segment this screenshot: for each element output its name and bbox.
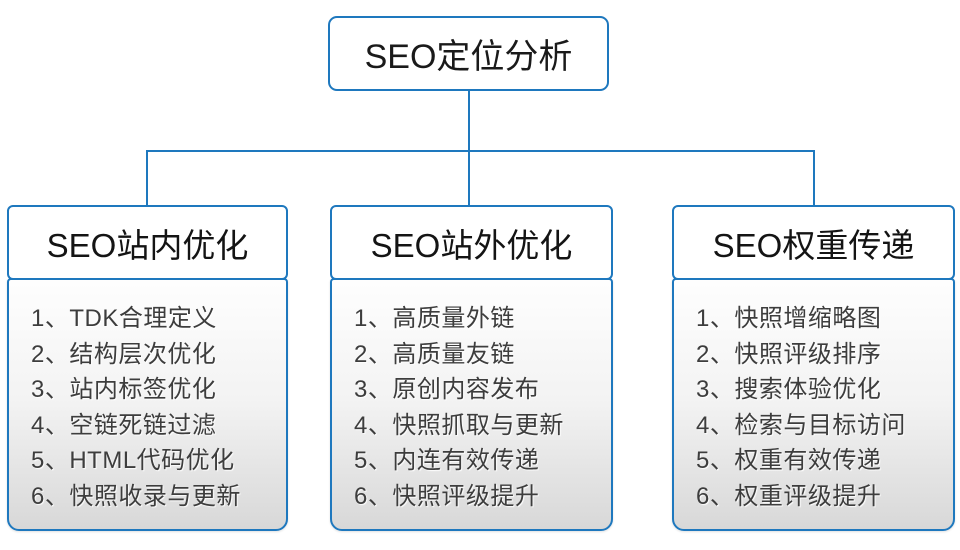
list-item: 2、结构层次优化 (31, 340, 217, 368)
column-header-label: SEO站内优化 (46, 226, 249, 264)
column-offsite-optimization: SEO站外优化 1、高质量外链 2、高质量友链 3、原创内容发布 4、快照抓取与更新 5… (330, 205, 613, 531)
column-header: SEO站内优化 (7, 205, 288, 280)
list-item: 3、搜索体验优化 (696, 376, 882, 403)
column-item-list: 1、TDK合理定义 2、结构层次优化 3、站内标签优化 4、空链死链过滤 5、HTML代… (7, 278, 288, 531)
list-item: 6、快照收录与更新 (31, 482, 241, 510)
list-item: 5、HTML代码优化 (31, 447, 235, 474)
list-item: 5、内连有效传递 (354, 447, 540, 474)
list-item: 4、检索与目标访问 (696, 411, 906, 439)
column-onsite-optimization: SEO站内优化 1、TDK合理定义 2、结构层次优化 3、站内标签优化 4、空链死链过… (7, 205, 288, 531)
column-header: SEO权重传递 (672, 205, 955, 280)
root-node: SEO定位分析 (328, 16, 609, 91)
column-weight-transfer: SEO权重传递 1、快照增缩略图 2、快照评级排序 3、搜索体验优化 4、检索与目标访… (672, 205, 955, 531)
list-item: 3、站内标签优化 (31, 376, 217, 403)
root-node-label: SEO定位分析 (364, 38, 573, 76)
column-item-list: 1、快照增缩略图 2、快照评级排序 3、搜索体验优化 4、检索与目标访问 5、权重有效传… (672, 278, 955, 531)
list-item: 1、高质量外链 (354, 305, 515, 332)
column-header: SEO站外优化 (330, 205, 613, 280)
column-header-label: SEO站外优化 (370, 226, 573, 264)
list-item: 6、快照评级提升 (354, 482, 540, 510)
list-item: 2、高质量友链 (354, 340, 515, 368)
list-item: 4、空链死链过滤 (31, 411, 217, 439)
list-item: 1、快照增缩略图 (696, 305, 882, 332)
list-item: 1、TDK合理定义 (31, 305, 217, 332)
list-item: 6、权重评级提升 (696, 482, 882, 510)
list-item: 2、快照评级排序 (696, 340, 882, 368)
list-item: 5、权重有效传递 (696, 447, 882, 474)
list-item: 3、原创内容发布 (354, 376, 540, 403)
column-item-list: 1、高质量外链 2、高质量友链 3、原创内容发布 4、快照抓取与更新 5、内连有效传递 6… (330, 278, 613, 531)
column-header-label: SEO权重传递 (712, 226, 915, 264)
list-item: 4、快照抓取与更新 (354, 411, 564, 439)
